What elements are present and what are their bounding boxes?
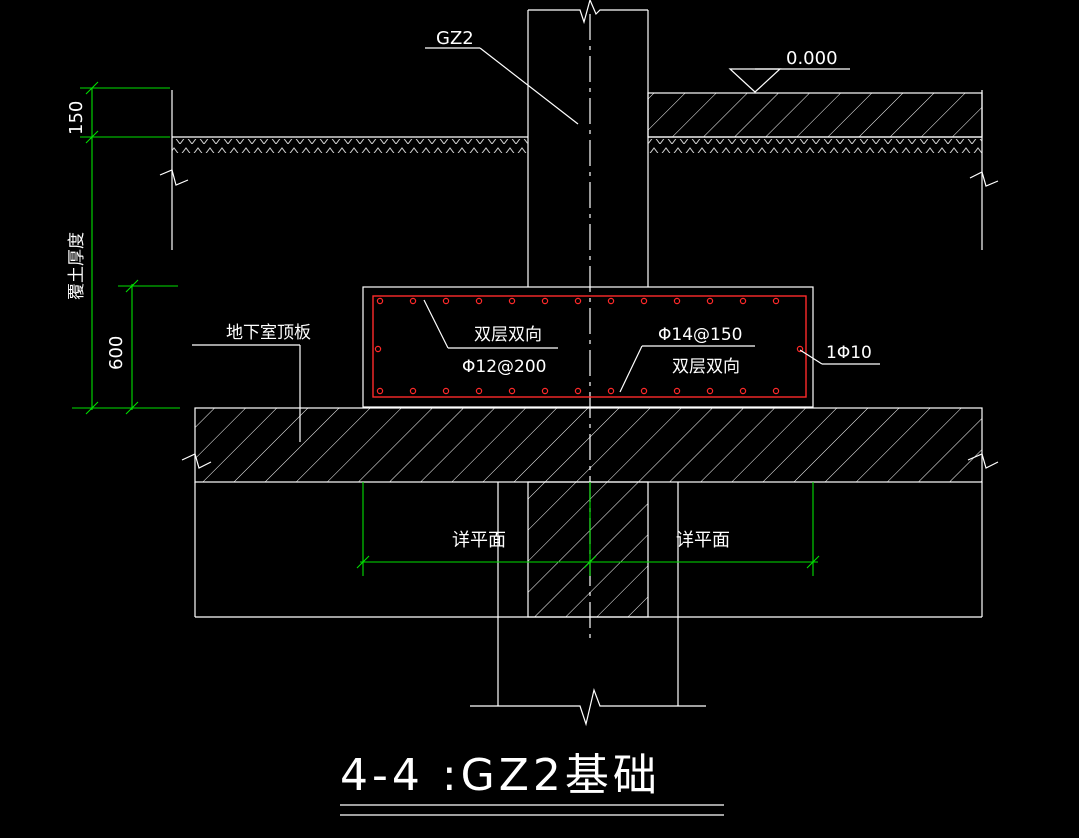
elevation-marker: 0.000 bbox=[728, 48, 850, 93]
rebar-dot bbox=[796, 345, 804, 353]
rebar-left-note: 双层双向 bbox=[474, 325, 542, 345]
drawing-title: 4-4 :GZ2基础 bbox=[340, 750, 724, 816]
column-leader: GZ2 bbox=[425, 28, 579, 125]
soil-line bbox=[159, 90, 999, 250]
dimension-left: 150 600 覆土厚度 bbox=[66, 81, 180, 415]
rebar-dot bbox=[376, 387, 384, 395]
title-text: 4-4 :GZ2基础 bbox=[340, 750, 661, 801]
rebar-dot bbox=[376, 297, 384, 305]
rebar-dot bbox=[739, 387, 747, 395]
rebar-dot bbox=[541, 297, 549, 305]
dim-600-label: 600 bbox=[106, 336, 127, 370]
rebar-dot bbox=[640, 297, 648, 305]
rebar-dot bbox=[541, 387, 549, 395]
rebar-dot bbox=[508, 387, 516, 395]
foundation-cap bbox=[362, 286, 814, 408]
rebar-dot bbox=[475, 387, 483, 395]
rebar-dot bbox=[706, 387, 714, 395]
rebar-right-note: 双层双向 bbox=[672, 357, 740, 377]
rebar-dot bbox=[640, 387, 648, 395]
rebar-right-spec: Φ14@150 bbox=[658, 325, 742, 345]
rebar-dot bbox=[607, 297, 615, 305]
column-label: GZ2 bbox=[436, 28, 474, 49]
rebar-dot bbox=[374, 345, 382, 353]
rebar-cage bbox=[372, 295, 807, 398]
rebar-dots bbox=[374, 297, 804, 395]
elevation-label: 0.000 bbox=[786, 48, 838, 69]
rebar-dot bbox=[475, 297, 483, 305]
rebar-dot bbox=[442, 387, 450, 395]
rebar-dot bbox=[673, 387, 681, 395]
rebar-dot bbox=[772, 387, 780, 395]
basement-roof-slab: 地下室顶板 bbox=[181, 323, 999, 483]
rebar-dot bbox=[409, 297, 417, 305]
rebar-dot bbox=[574, 297, 582, 305]
rebar-dot bbox=[508, 297, 516, 305]
detail-right-label: 详平面 bbox=[676, 530, 730, 551]
basement-roof-label: 地下室顶板 bbox=[226, 323, 311, 343]
rebar-dot bbox=[673, 297, 681, 305]
rebar-dot bbox=[442, 297, 450, 305]
rebar-dot bbox=[772, 297, 780, 305]
soil-thickness-label: 覆土厚度 bbox=[67, 232, 87, 300]
rebar-dot bbox=[574, 387, 582, 395]
detail-dimension: 详平面 详平面 bbox=[356, 482, 820, 576]
rebar-dot bbox=[409, 387, 417, 395]
rebar-annotations: 双层双向 Φ12@200 Φ14@150 双层双向 1Φ10 bbox=[423, 299, 880, 393]
rebar-dot bbox=[607, 387, 615, 395]
detail-left-label: 详平面 bbox=[452, 530, 506, 551]
ground-slab-right bbox=[647, 92, 983, 138]
rebar-left-spec: Φ12@200 bbox=[462, 357, 546, 377]
rebar-dot bbox=[706, 297, 714, 305]
side-bar-label: 1Φ10 bbox=[826, 343, 872, 363]
dim-150-label: 150 bbox=[66, 101, 87, 135]
rebar-dot bbox=[739, 297, 747, 305]
lower-structure bbox=[194, 481, 983, 727]
